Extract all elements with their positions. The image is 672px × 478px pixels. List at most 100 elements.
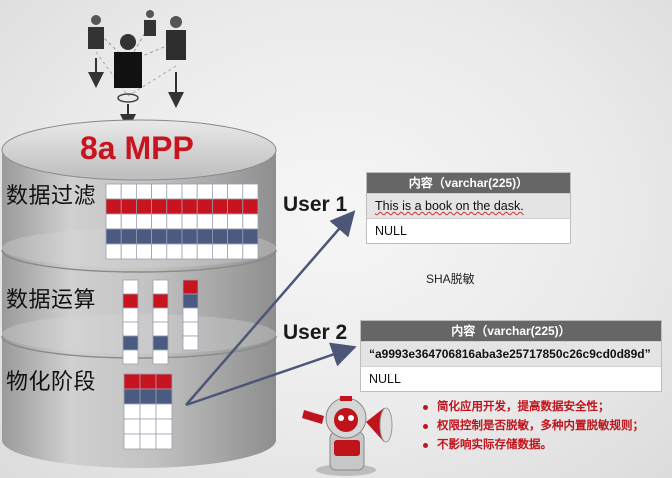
grid-cell (105, 228, 122, 245)
user1-table-row: This is a book on the dask. (367, 193, 570, 218)
grid-cell (135, 228, 152, 245)
people-network-icon (88, 10, 186, 130)
grid-cell (211, 198, 228, 215)
grid-cell (123, 373, 141, 390)
robot-megaphone-icon (302, 396, 393, 476)
filter-data-grid (105, 183, 259, 260)
grid-cell (120, 228, 137, 245)
grid-cell (181, 213, 198, 230)
stage-label-filter: 数据过滤 (6, 184, 97, 209)
user2-table-header: 内容（varchar(225)） (361, 321, 661, 341)
grid-cell (122, 293, 139, 309)
grid-cell (196, 243, 213, 260)
grid-cell (242, 183, 259, 200)
compute-data-columns (122, 279, 199, 365)
grid-cell (227, 228, 244, 245)
grid-cell (105, 198, 122, 215)
user1-table-header: 内容（varchar(225)） (367, 173, 570, 193)
grid-cell (152, 307, 169, 323)
grid-cell (242, 198, 259, 215)
grid-cell (120, 183, 137, 200)
grid-cell (182, 321, 199, 337)
user1-table: 内容（varchar(225)） This is a book on the d… (366, 172, 571, 244)
grid-cell (139, 418, 157, 435)
grid-cell (105, 213, 122, 230)
grid-cell (135, 183, 152, 200)
grid-cell (123, 418, 141, 435)
grid-cell (181, 198, 198, 215)
grid-cell (152, 321, 169, 337)
bullet-item: 权限控制是否脱敏，多种内置脱敏规则； (423, 417, 644, 436)
grid-cell (105, 183, 122, 200)
grid-cell (227, 183, 244, 200)
grid-cell (139, 433, 157, 450)
bullet-item: 不影响实际存储数据。 (423, 436, 644, 455)
stage-label-compute: 数据运算 (6, 288, 97, 313)
grid-cell (155, 388, 173, 405)
grid-cell (242, 228, 259, 245)
grid-cell (122, 279, 139, 295)
grid-cell (122, 349, 139, 365)
grid-cell (196, 213, 213, 230)
grid-cell (122, 307, 139, 323)
grid-cell (151, 198, 168, 215)
grid-cell (139, 373, 157, 390)
grid-cell (182, 307, 199, 323)
grid-cell (139, 388, 157, 405)
grid-cell (166, 228, 183, 245)
grid-cell (182, 293, 199, 309)
grid-cell (182, 279, 199, 295)
grid-cell (139, 403, 157, 420)
materialize-data-grid (123, 373, 173, 450)
grid-cell (123, 403, 141, 420)
feature-bullets: 简化应用开发，提高数据安全性； 权限控制是否脱敏，多种内置脱敏规则； 不影响实际… (423, 398, 644, 455)
grid-cell (135, 213, 152, 230)
grid-cell (155, 433, 173, 450)
grid-cell (135, 243, 152, 260)
grid-cell (155, 403, 173, 420)
grid-cell (151, 243, 168, 260)
grid-cell (166, 243, 183, 260)
grid-cell (105, 243, 122, 260)
grid-cell (211, 183, 228, 200)
user1-table-row: NULL (367, 218, 570, 243)
grid-cell (155, 373, 173, 390)
grid-cell (166, 183, 183, 200)
grid-cell (152, 349, 169, 365)
grid-cell (181, 228, 198, 245)
grid-cell (123, 433, 141, 450)
grid-cell (196, 198, 213, 215)
user2-table-row: NULL (361, 366, 661, 391)
sha-mask-label: SHA脱敏 (426, 272, 475, 286)
grid-cell (120, 213, 137, 230)
grid-cell (135, 198, 152, 215)
grid-cell (181, 183, 198, 200)
grid-cell (166, 198, 183, 215)
grid-cell (227, 243, 244, 260)
grid-cell (152, 335, 169, 351)
grid-cell (151, 228, 168, 245)
grid-cell (211, 228, 228, 245)
grid-cell (151, 183, 168, 200)
grid-cell (166, 213, 183, 230)
user1-label: User 1 (283, 193, 348, 216)
grid-cell (123, 388, 141, 405)
user1-row-text: This is a book on the dask. (375, 199, 524, 213)
grid-cell (242, 243, 259, 260)
grid-cell (152, 293, 169, 309)
arrow-to-user2 (185, 342, 357, 407)
grid-cell (227, 213, 244, 230)
grid-cell (122, 321, 139, 337)
grid-cell (122, 335, 139, 351)
user2-label: User 2 (283, 321, 348, 344)
grid-cell (155, 418, 173, 435)
bullet-item: 简化应用开发，提高数据安全性； (423, 398, 644, 417)
grid-cell (227, 198, 244, 215)
stage-label-materialize: 物化阶段 (6, 370, 97, 395)
grid-cell (182, 335, 199, 351)
grid-cell (120, 198, 137, 215)
grid-cell (211, 243, 228, 260)
user2-table-row: “a9993e364706816aba3e25717850c26c9cd0d89… (361, 341, 661, 366)
grid-cell (181, 243, 198, 260)
